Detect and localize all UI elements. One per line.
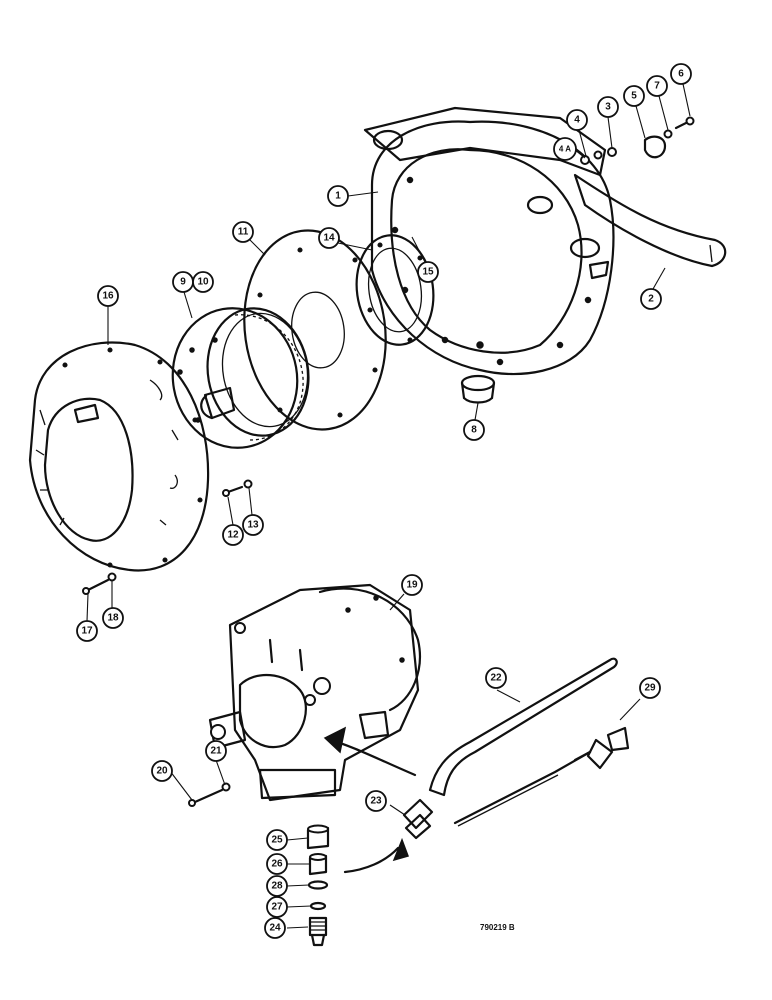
callout-9: 9 bbox=[172, 271, 194, 293]
callout-20-label: 20 bbox=[156, 766, 168, 777]
callout-5-label: 5 bbox=[631, 91, 637, 102]
callout-7: 7 bbox=[646, 75, 668, 97]
converter-housing bbox=[28, 341, 210, 572]
fitting-stack bbox=[306, 824, 330, 947]
arrow-head-bottom bbox=[392, 837, 409, 862]
callout-1: 1 bbox=[327, 185, 349, 207]
callout-9-label: 9 bbox=[180, 277, 186, 288]
flywheel-housing bbox=[363, 106, 615, 376]
leader-lines bbox=[86, 83, 691, 929]
callout-13: 13 bbox=[242, 514, 264, 536]
housing-bolt bbox=[82, 572, 117, 595]
callout-28-label: 28 bbox=[271, 881, 283, 892]
callout-14: 14 bbox=[318, 227, 340, 249]
callout-18-label: 18 bbox=[107, 613, 119, 624]
cover-hardware bbox=[580, 116, 695, 165]
callout-26: 26 bbox=[266, 853, 288, 875]
dipstick-tube bbox=[428, 657, 618, 797]
callout-4: 4 bbox=[566, 109, 588, 131]
callout-18: 18 bbox=[102, 607, 124, 629]
callout-3-label: 3 bbox=[605, 102, 611, 113]
callout-2-label: 2 bbox=[648, 294, 654, 305]
callout-16: 16 bbox=[97, 285, 119, 307]
callout-17-label: 17 bbox=[81, 626, 93, 637]
callout-8: 8 bbox=[463, 419, 485, 441]
callout-24-label: 24 bbox=[269, 923, 281, 934]
callout-2: 2 bbox=[640, 288, 662, 310]
callout-20: 20 bbox=[151, 760, 173, 782]
callout-6-label: 6 bbox=[678, 69, 684, 80]
callout-4-label: 4 bbox=[574, 115, 580, 126]
callout-26-label: 26 bbox=[271, 859, 283, 870]
callout-12: 12 bbox=[222, 524, 244, 546]
callout-8-label: 8 bbox=[471, 425, 477, 436]
callout-4a: 4 A bbox=[553, 137, 577, 161]
callout-27-label: 27 bbox=[271, 902, 283, 913]
transmission bbox=[208, 583, 421, 802]
callout-21: 21 bbox=[205, 740, 227, 762]
callout-17: 17 bbox=[76, 620, 98, 642]
figure-number: 790219 B bbox=[480, 923, 515, 932]
callout-23-label: 23 bbox=[370, 796, 382, 807]
callout-16-label: 16 bbox=[102, 291, 114, 302]
callout-3: 3 bbox=[597, 96, 619, 118]
callout-5: 5 bbox=[623, 85, 645, 107]
seal bbox=[460, 374, 496, 404]
converter-bolt bbox=[222, 479, 253, 497]
callout-6: 6 bbox=[670, 63, 692, 85]
callout-25: 25 bbox=[266, 829, 288, 851]
arrow-line-bottom bbox=[343, 846, 400, 874]
callout-11: 11 bbox=[232, 221, 254, 243]
transmission-bolt bbox=[188, 782, 231, 807]
callout-23: 23 bbox=[365, 790, 387, 812]
callout-22: 22 bbox=[485, 667, 507, 689]
callout-22-label: 22 bbox=[490, 673, 502, 684]
callout-29: 29 bbox=[639, 677, 661, 699]
gasket-ring bbox=[355, 234, 435, 346]
callout-28: 28 bbox=[266, 875, 288, 897]
torque-converter bbox=[171, 307, 310, 449]
callout-19: 19 bbox=[401, 574, 423, 596]
arrow-head bbox=[323, 726, 347, 754]
callout-19-label: 19 bbox=[406, 580, 418, 591]
callout-15: 15 bbox=[417, 261, 439, 283]
callout-11-label: 11 bbox=[238, 227, 249, 238]
callout-15-label: 15 bbox=[422, 267, 434, 278]
cover-plate bbox=[573, 173, 727, 268]
callout-25-label: 25 bbox=[271, 835, 283, 846]
callout-1-label: 1 bbox=[335, 191, 341, 202]
callout-29-label: 29 bbox=[644, 683, 656, 694]
callout-10-label: 10 bbox=[197, 277, 209, 288]
callout-4a-label: 4 A bbox=[559, 145, 571, 154]
callout-27: 27 bbox=[266, 896, 288, 918]
callout-12-label: 12 bbox=[227, 530, 239, 541]
flex-plate bbox=[243, 229, 387, 431]
callout-24: 24 bbox=[264, 917, 286, 939]
callout-21-label: 21 bbox=[210, 746, 222, 757]
dipstick bbox=[453, 726, 630, 827]
callout-10: 10 bbox=[192, 271, 214, 293]
callout-14-label: 14 bbox=[323, 233, 335, 244]
fitting bbox=[402, 798, 434, 840]
callout-7-label: 7 bbox=[654, 81, 660, 92]
callout-13-label: 13 bbox=[247, 520, 259, 531]
